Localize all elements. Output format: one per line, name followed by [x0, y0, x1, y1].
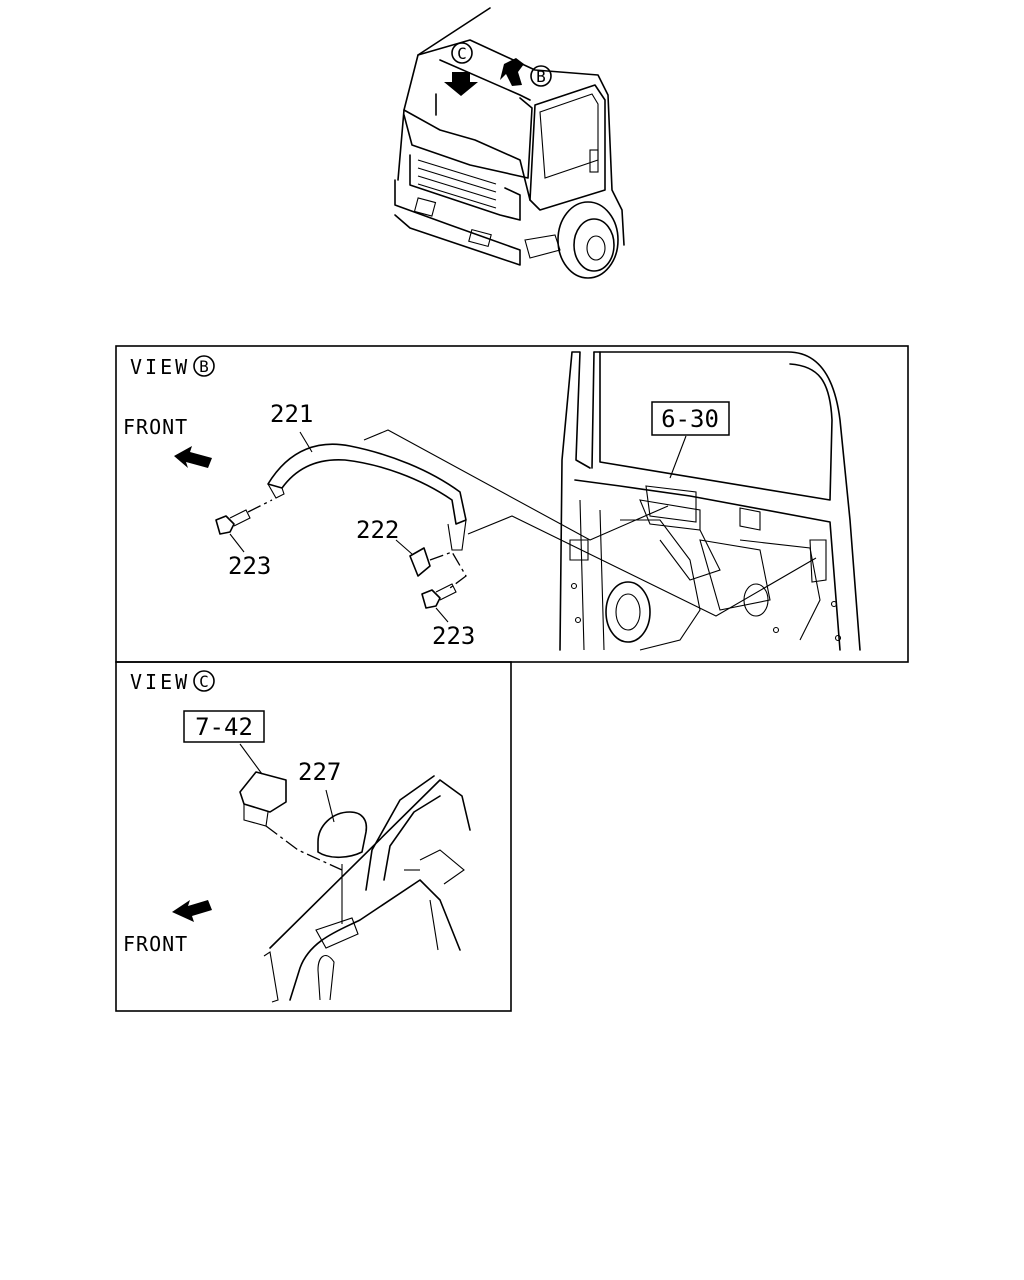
part-223-a: 223	[228, 552, 271, 580]
truck-overview: C B	[394, 7, 625, 279]
view-c-panel: VIEW C 7-42 227 FRONT	[115, 661, 512, 1012]
ref-box-6-30	[651, 401, 730, 436]
front-arrow-icon	[174, 446, 212, 468]
arrow-down-icon	[444, 72, 478, 96]
view-c-marker-circle	[451, 42, 473, 64]
front-label: FRONT	[123, 415, 188, 439]
assist-grip	[267, 443, 467, 525]
view-b-label-circle	[193, 355, 215, 377]
part-227: 227	[298, 758, 341, 786]
bolt-icon	[215, 515, 235, 535]
pad-227	[317, 811, 368, 859]
ref-box-7-42	[183, 710, 265, 743]
view-c-label-circle	[193, 670, 215, 692]
ref-7-42: 7-42	[195, 713, 253, 741]
dashboard-structure	[263, 775, 471, 1003]
view-b-marker: B	[536, 67, 546, 86]
view-c-label-marker: C	[199, 672, 209, 691]
bolt-icon	[421, 589, 441, 609]
front-label-c: FRONT	[123, 932, 188, 956]
door-inner-panel	[559, 351, 861, 651]
view-b-panel: VIEW B FRONT 221 223 222 223	[115, 345, 909, 663]
ref-6-30: 6-30	[661, 405, 719, 433]
cap-7-42	[239, 771, 287, 813]
arrow-down-left-icon	[500, 58, 524, 86]
part-223-b: 223	[432, 622, 475, 650]
view-c-frame	[115, 661, 512, 1012]
view-b-marker-circle	[530, 65, 552, 87]
view-c-marker: C	[457, 44, 467, 63]
part-222: 222	[356, 516, 399, 544]
view-b-label-marker: B	[199, 357, 209, 376]
view-b-frame	[115, 345, 909, 663]
view-b-label: VIEW	[130, 355, 190, 379]
part-221: 221	[270, 400, 313, 428]
clip-cap	[409, 547, 431, 577]
view-c-label: VIEW	[130, 670, 190, 694]
front-arrow-icon	[172, 900, 212, 922]
